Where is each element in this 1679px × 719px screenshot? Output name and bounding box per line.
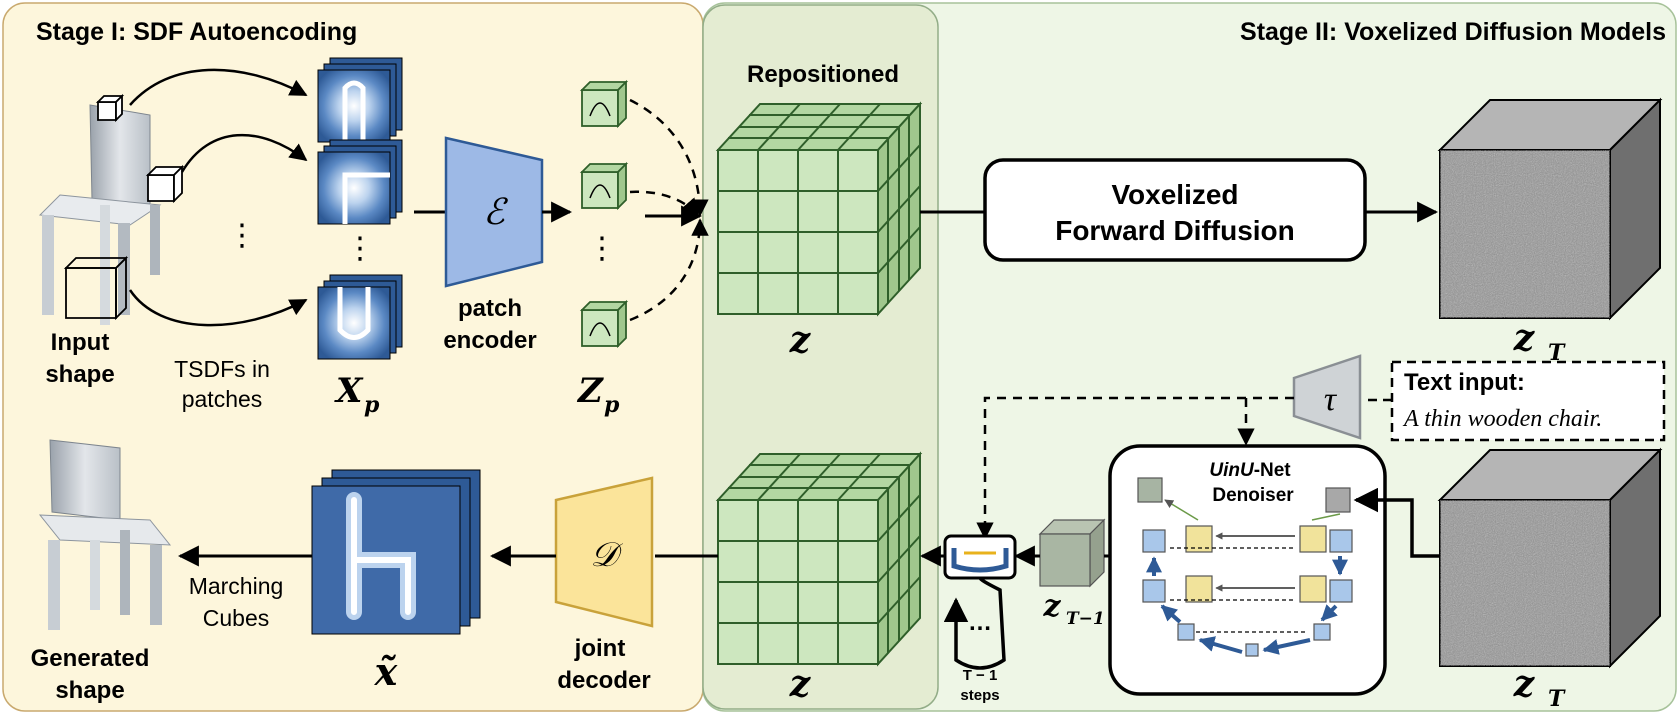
loop-arrow bbox=[943, 577, 1006, 670]
encoder-symbol: ℰ bbox=[483, 192, 508, 232]
repositioned-label: Repositioned bbox=[747, 61, 899, 88]
loop-dots: … bbox=[968, 609, 992, 636]
input-patch-cubes bbox=[63, 93, 185, 321]
svg-text:T: T bbox=[1548, 686, 1566, 712]
svg-text:X: X bbox=[334, 371, 364, 411]
z-symbol-top: z bbox=[789, 319, 812, 361]
noise-cube-top bbox=[1437, 97, 1663, 321]
text-input-box bbox=[1390, 360, 1666, 442]
svg-text:z: z bbox=[1513, 317, 1536, 359]
patch-extract-arrows bbox=[128, 68, 308, 327]
tau-symbol: τ bbox=[1324, 381, 1338, 418]
input-shape-label-2: shape bbox=[45, 361, 114, 388]
patch-encoder-block bbox=[444, 136, 544, 288]
unet-diagram bbox=[1137, 477, 1353, 657]
unet-denoiser-label: Denoiser bbox=[1212, 485, 1294, 506]
ellipsis-left: ⋮ bbox=[227, 219, 257, 252]
stage2-title: Stage II: Voxelized Diffusion Models bbox=[1240, 18, 1666, 46]
forward-diffusion-box bbox=[983, 158, 1367, 262]
stage1-title: Stage I: SDF Autoencoding bbox=[36, 18, 357, 46]
generated-shape-label-2: shape bbox=[55, 677, 124, 704]
z-symbol-bottom: z bbox=[789, 663, 812, 705]
voxel-grid-top bbox=[715, 101, 923, 317]
arrow-noise-to-unet bbox=[1353, 487, 1440, 558]
unet-title: UinU-Net bbox=[1209, 460, 1291, 481]
text-input-label: Text input: bbox=[1404, 369, 1525, 396]
reverse-step-icon bbox=[951, 548, 1009, 573]
input-shape-label-1: Input bbox=[51, 329, 110, 356]
joint-decoder-block bbox=[554, 476, 654, 628]
decoder-caption-1: joint bbox=[574, 635, 626, 662]
encoder-caption-1: patch bbox=[458, 295, 522, 322]
steps-label-2: steps bbox=[960, 687, 999, 704]
encoder-caption-2: encoder bbox=[443, 327, 536, 354]
text-encoder-block bbox=[1292, 354, 1362, 440]
voxel-grid-bottom bbox=[715, 451, 923, 667]
svg-text:p: p bbox=[604, 392, 620, 418]
conditioning-dashed-arrows bbox=[976, 396, 1294, 540]
xtilde-symbol: x̃ bbox=[374, 649, 399, 694]
ellipsis-latent: ⋮ bbox=[587, 232, 617, 265]
noise-cube-bottom bbox=[1437, 447, 1663, 669]
latent-patch-cube-2 bbox=[579, 161, 629, 211]
svg-text:z: z bbox=[1042, 589, 1061, 624]
decoded-tsdf-stack bbox=[311, 469, 481, 635]
forward-diffusion-label-2: Forward Diffusion bbox=[1055, 215, 1295, 246]
zT-symbol-bottom: z T bbox=[1513, 663, 1566, 712]
svg-text:T: T bbox=[1548, 340, 1566, 366]
zT1-symbol: z T−1 bbox=[1042, 589, 1104, 629]
zT-symbol-top: z T bbox=[1513, 317, 1566, 366]
text-input-value: A thin wooden chair. bbox=[1402, 406, 1602, 432]
forward-diffusion-label-1: Voxelized bbox=[1111, 179, 1238, 210]
svg-text:T−1: T−1 bbox=[1066, 609, 1105, 629]
generated-shape-label-1: Generated bbox=[31, 645, 150, 672]
latent-patch-cube-3 bbox=[579, 299, 629, 349]
latent-patch-cube-1 bbox=[579, 79, 629, 129]
tsdf-caption-2: patches bbox=[182, 386, 263, 412]
svg-text:Z: Z bbox=[576, 371, 604, 411]
svg-text:z: z bbox=[1513, 663, 1536, 705]
marching-cubes-label-2: Cubes bbox=[203, 605, 269, 631]
steps-label-1: T − 1 bbox=[963, 667, 998, 684]
tsdf-patch-stack-2 bbox=[317, 139, 403, 225]
ellipsis-tsdf: ⋮ bbox=[345, 232, 375, 265]
tsdf-patch-stack-3 bbox=[317, 274, 403, 360]
input-chair-image bbox=[38, 104, 162, 325]
generated-chair-image bbox=[38, 439, 172, 630]
zp-symbol: Z p bbox=[576, 371, 620, 418]
zT1-cube bbox=[1038, 518, 1106, 588]
xp-symbol: X p bbox=[334, 371, 380, 418]
decoder-caption-2: decoder bbox=[557, 667, 650, 694]
svg-text:p: p bbox=[364, 392, 380, 418]
marching-cubes-label-1: Marching bbox=[189, 573, 284, 599]
tsdf-caption-1: TSDFs in bbox=[174, 356, 270, 382]
tsdf-patch-stack-1 bbox=[317, 57, 403, 143]
